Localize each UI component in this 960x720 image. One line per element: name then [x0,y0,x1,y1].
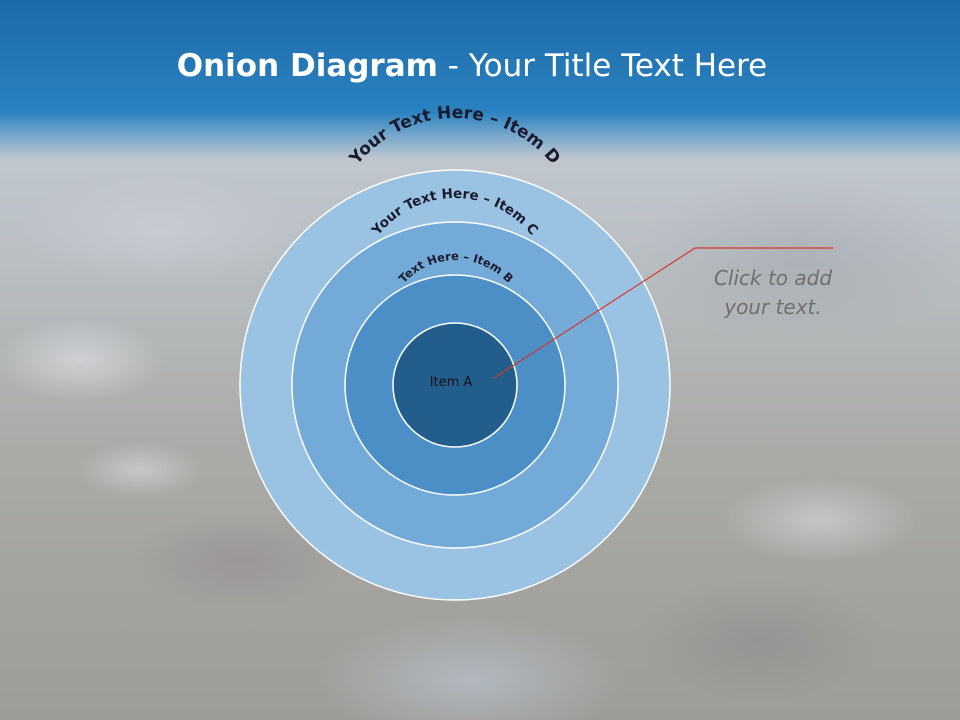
callout-line [493,247,833,379]
title-bar: Onion Diagram - Your Title Text Here [0,0,960,160]
layer-a-core[interactable] [392,322,518,448]
title-rest: - Your Title Text Here [437,48,768,84]
layer-d-label: Your Text Here – Item D [345,103,564,169]
callout-text[interactable]: Click to add your text. [713,266,833,319]
svg-text:Your Text Here – Item D: Your Text Here – Item D [345,103,564,169]
layer-a-label: Item A [430,375,473,390]
title-bold: Onion Diagram [176,48,438,84]
slide-title[interactable]: Onion Diagram - Your Title Text Here [0,46,944,86]
